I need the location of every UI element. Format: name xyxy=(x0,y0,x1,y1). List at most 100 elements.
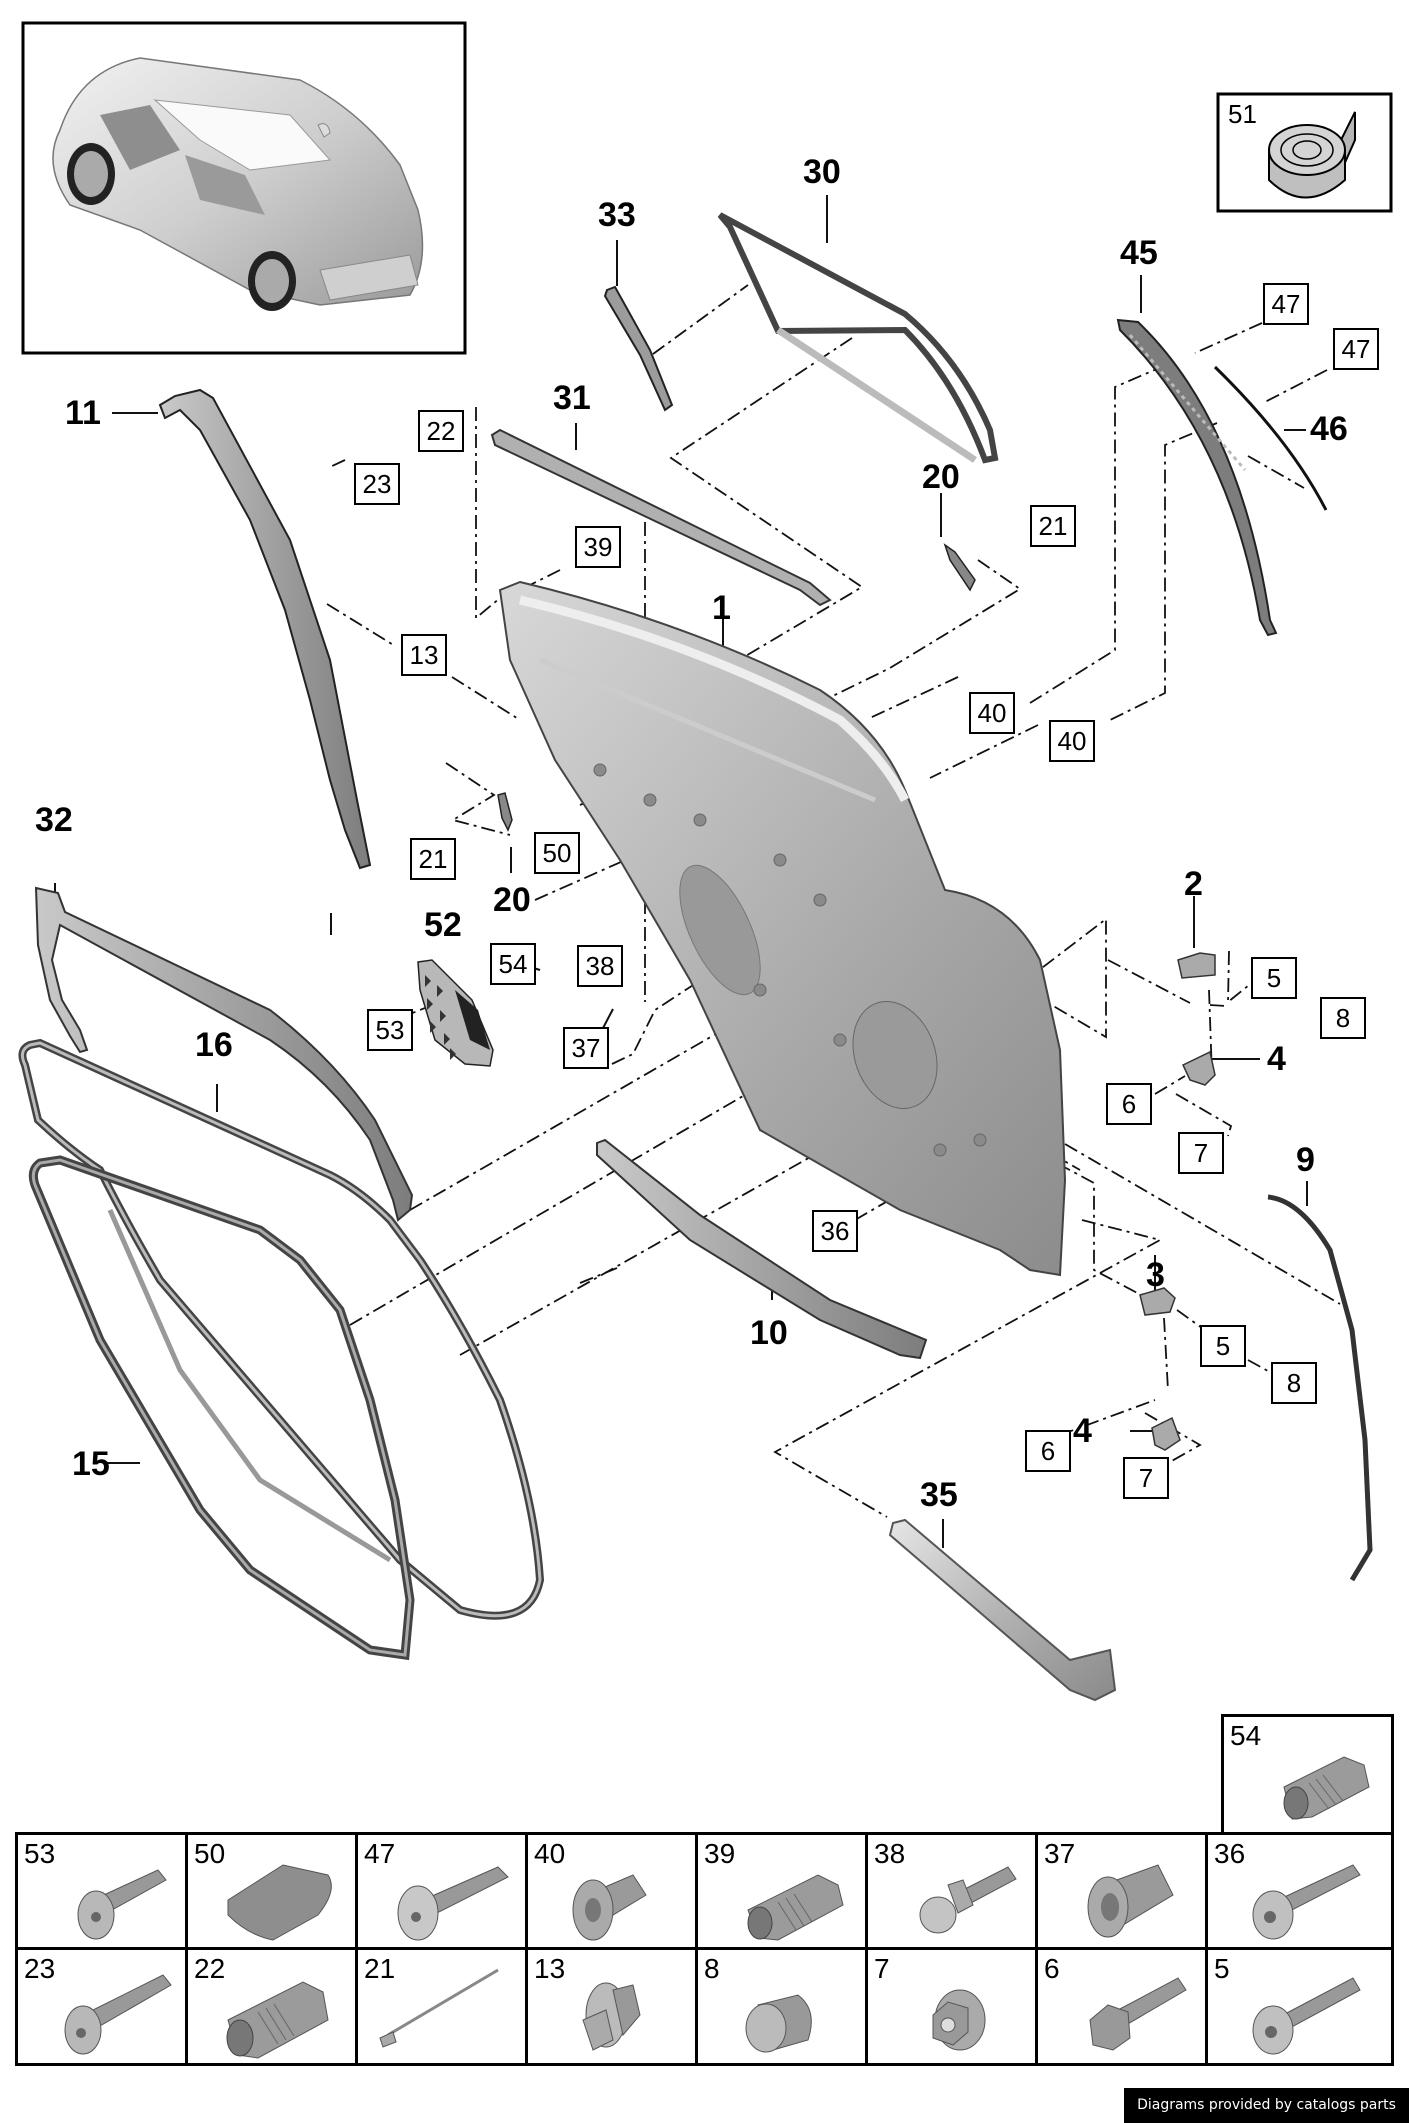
callout-20-upper: 20 xyxy=(922,458,960,496)
grid-cell-number: 47 xyxy=(364,1838,396,1869)
part-4-hinge-lower-upper xyxy=(1182,1050,1216,1086)
grid-cell-50: 50 xyxy=(185,1832,358,1950)
tape-box-number: 51 xyxy=(1228,99,1257,129)
part-32-frame-trim xyxy=(34,886,414,1222)
rubber-pad-icon xyxy=(227,1864,332,1941)
callout-45: 45 xyxy=(1120,234,1158,272)
callout-32: 32 xyxy=(35,801,73,839)
ref-box-37: 37 xyxy=(563,1027,609,1069)
flanged-bushing-icon xyxy=(572,1874,647,1941)
grid-cell-number: 7 xyxy=(874,1953,890,1984)
splined-rivet-nut-icon xyxy=(747,1874,844,1941)
part-15-inner-seal xyxy=(28,1155,415,1661)
callout-35: 35 xyxy=(920,1476,958,1514)
grid-cell-23: 23 xyxy=(15,1947,188,2066)
part-46-seal-strip xyxy=(1213,365,1328,511)
grid-cell-number: 6 xyxy=(1044,1953,1060,1984)
grid-cell-47: 47 xyxy=(355,1832,528,1950)
pan-head-torx-bolt-icon xyxy=(397,1866,509,1941)
grid-cell-37: 37 xyxy=(1035,1832,1208,1950)
part-35-door-check-strut xyxy=(888,1518,1117,1702)
grid-cell-5: 5 xyxy=(1205,1947,1394,2066)
part-9-cable xyxy=(1267,1194,1373,1582)
grid-cell-54: 54 xyxy=(1221,1714,1394,1835)
ref-box-6-upper: 6 xyxy=(1106,1083,1152,1125)
callout-31: 31 xyxy=(553,379,591,417)
grid-cell-21: 21 xyxy=(355,1947,528,2066)
ref-box-13: 13 xyxy=(401,634,447,676)
ref-box-40-lower: 40 xyxy=(1049,720,1095,762)
grid-cell-39: 39 xyxy=(695,1832,868,1950)
flange-torx-bolt-icon xyxy=(64,1974,172,2055)
diagram-credit: Diagrams provided by catalogs parts xyxy=(1124,2088,1409,2123)
grid-cell-number: 40 xyxy=(534,1838,566,1869)
part-16-door-seal xyxy=(18,1038,545,1620)
grid-cell-22: 22 xyxy=(185,1947,358,2066)
cap-icon xyxy=(745,1994,812,2053)
ref-box-5-upper: 5 xyxy=(1251,957,1297,999)
ref-box-54: 54 xyxy=(490,943,536,985)
splined-rivet-nut-icon xyxy=(1283,1756,1370,1820)
grid-cell-40: 40 xyxy=(525,1832,698,1950)
grid-cell-number: 39 xyxy=(704,1838,736,1869)
grid-cell-number: 53 xyxy=(24,1838,56,1869)
part-33-channel xyxy=(603,285,674,412)
grid-cell-number: 38 xyxy=(874,1838,906,1869)
ref-box-36: 36 xyxy=(812,1210,858,1252)
callout-2: 2 xyxy=(1184,865,1203,903)
grid-cell-7: 7 xyxy=(865,1947,1038,2066)
part-20-clip-upper xyxy=(943,543,976,592)
grid-cell-number: 13 xyxy=(534,1953,566,1984)
blind-rivet-icon xyxy=(379,1968,499,2048)
grid-cell-number: 8 xyxy=(704,1953,720,1984)
grid-cell-13: 13 xyxy=(525,1947,698,2066)
ref-box-6-lower: 6 xyxy=(1025,1430,1071,1472)
ref-box-5-lower: 5 xyxy=(1200,1325,1246,1367)
car-overview-icon xyxy=(52,57,424,311)
callout-46: 46 xyxy=(1310,410,1348,448)
grid-cell-8: 8 xyxy=(695,1947,868,2066)
ball-stud-icon xyxy=(919,1866,1017,1934)
ref-box-53: 53 xyxy=(367,1009,413,1051)
callout-10: 10 xyxy=(750,1314,788,1352)
grid-cell-number: 50 xyxy=(194,1838,226,1869)
splined-rivet-nut-icon xyxy=(226,1981,329,2059)
ref-box-50: 50 xyxy=(534,832,580,874)
ref-box-21-upper: 21 xyxy=(1030,505,1076,547)
part-20-clip-lower xyxy=(497,792,513,832)
part-31-belt-trim xyxy=(490,428,832,607)
hex-flange-bolt-icon xyxy=(1089,1977,1187,2051)
part-11-pillar-trim xyxy=(158,388,372,870)
ref-box-47-upper: 47 xyxy=(1263,283,1309,325)
expanding-clip-nut-icon xyxy=(582,1982,641,2051)
ref-box-38: 38 xyxy=(577,945,623,987)
callout-1: 1 xyxy=(712,589,731,627)
ref-box-21-lower: 21 xyxy=(410,838,456,880)
grid-cell-36: 36 xyxy=(1205,1832,1394,1950)
ref-box-7-lower: 7 xyxy=(1123,1457,1169,1499)
torx-flange-bolt-icon xyxy=(1252,1864,1361,1940)
callout-4-lower: 4 xyxy=(1073,1412,1092,1450)
grid-cell-number: 37 xyxy=(1044,1838,1076,1869)
ref-box-22: 22 xyxy=(418,410,464,452)
flange-torx-bolt-icon xyxy=(77,1869,167,1940)
ref-box-40-upper: 40 xyxy=(969,692,1015,734)
grid-cell-number: 21 xyxy=(364,1953,396,1984)
ref-box-8-lower: 8 xyxy=(1271,1362,1317,1404)
ref-box-39: 39 xyxy=(575,526,621,568)
flanged-sleeve-icon xyxy=(1087,1864,1174,1938)
grid-cell-53: 53 xyxy=(15,1832,188,1950)
part-52-speaker-grille xyxy=(417,959,494,1067)
ref-box-7-upper: 7 xyxy=(1178,1132,1224,1174)
part-10-sill-trim xyxy=(596,1138,928,1360)
callout-33: 33 xyxy=(598,196,636,234)
grid-cell-number: 22 xyxy=(194,1953,226,1984)
ref-box-23: 23 xyxy=(354,463,400,505)
ref-box-47-lower: 47 xyxy=(1333,328,1379,370)
grid-cell-number: 36 xyxy=(1214,1838,1246,1869)
part-3-lower-hinge xyxy=(1139,1287,1176,1316)
callout-4-upper: 4 xyxy=(1267,1040,1286,1078)
callout-16: 16 xyxy=(195,1026,233,1064)
part-2-upper-hinge xyxy=(1177,952,1216,979)
